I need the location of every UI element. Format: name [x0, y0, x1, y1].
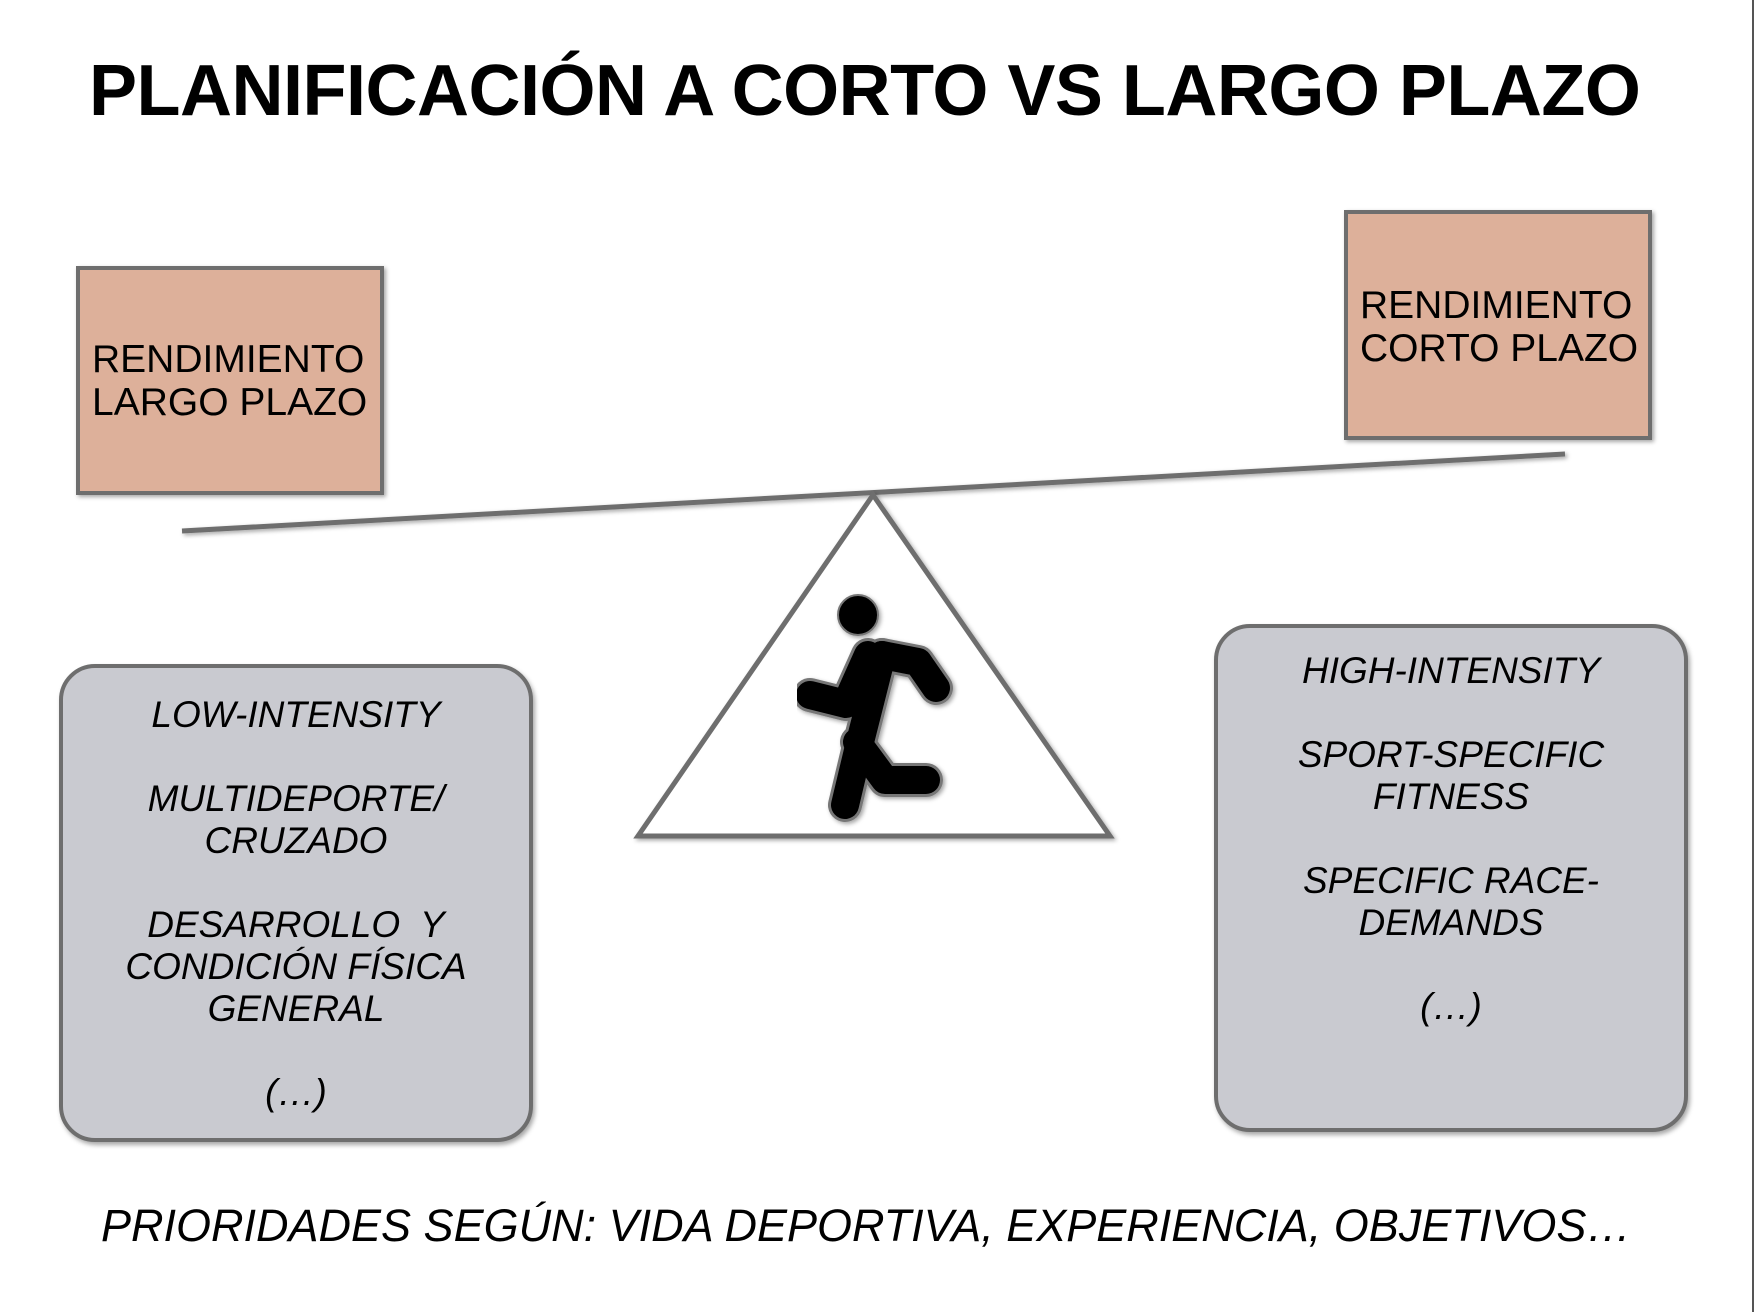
list-item: SPORT-SPECIFIC FITNESS — [1218, 734, 1684, 818]
list-item-line: LOW-INTENSITY — [151, 694, 441, 735]
slide-edge — [1752, 0, 1754, 1312]
slide-title: PLANIFICACIÓN A CORTO VS LARGO PLAZO — [89, 51, 1641, 131]
list-item-line: DESARROLLO Y — [147, 904, 445, 945]
short-term-label-line: RENDIMIENTO — [1360, 284, 1633, 327]
list-item: (…) — [63, 1072, 529, 1114]
short-term-label-line: CORTO PLAZO — [1360, 327, 1639, 370]
long-term-performance-box: RENDIMIENTO LARGO PLAZO — [76, 266, 384, 495]
long-term-priorities-box: LOW-INTENSITY MULTIDEPORTE/ CRUZADO DESA… — [59, 664, 533, 1142]
list-item: (…) — [1218, 986, 1684, 1028]
list-item: DESARROLLO Y CONDICIÓN FÍSICA GENERAL — [63, 904, 529, 1030]
list-item-line: SPORT-SPECIFIC — [1297, 734, 1605, 775]
running-person-icon — [793, 594, 953, 822]
footer-note: PRIORIDADES SEGÚN: VIDA DEPORTIVA, EXPER… — [101, 1200, 1632, 1251]
list-item-line: SPECIFIC RACE- — [1302, 860, 1600, 901]
list-item-line: (…) — [1420, 986, 1482, 1027]
list-item-line: (…) — [265, 1072, 327, 1113]
list-item-line: CRUZADO — [204, 820, 388, 861]
short-term-priorities-box: HIGH-INTENSITY SPORT-SPECIFIC FITNESS SP… — [1214, 624, 1688, 1132]
list-item: LOW-INTENSITY — [63, 694, 529, 736]
list-item-line: GENERAL — [207, 988, 385, 1029]
list-item-line: FITNESS — [1372, 776, 1530, 817]
list-item-line: DEMANDS — [1358, 902, 1544, 943]
list-item-line: CONDICIÓN FÍSICA — [125, 946, 467, 987]
list-item-line: HIGH-INTENSITY — [1301, 650, 1601, 691]
list-item: SPECIFIC RACE- DEMANDS — [1218, 860, 1684, 944]
list-item: MULTIDEPORTE/ CRUZADO — [63, 778, 529, 862]
long-term-label-line: LARGO PLAZO — [92, 380, 368, 424]
list-item-line: MULTIDEPORTE/ — [147, 778, 445, 819]
list-item: HIGH-INTENSITY — [1218, 650, 1684, 692]
short-term-performance-box: RENDIMIENTO CORTO PLAZO — [1344, 210, 1652, 440]
long-term-label-line: RENDIMIENTO — [92, 337, 365, 381]
